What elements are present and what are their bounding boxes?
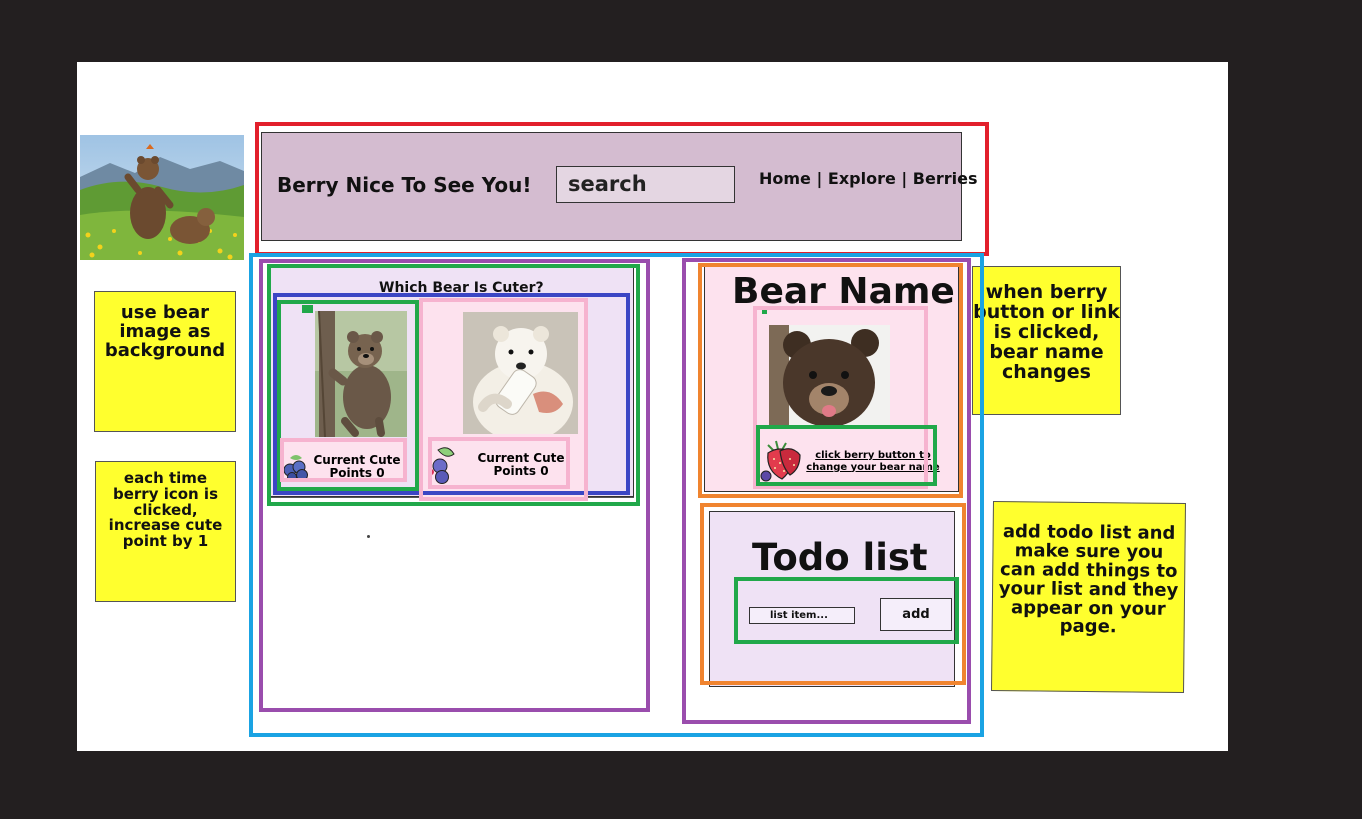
points-box-right [429,440,568,488]
compare-title: Which Bear Is Cuter? [379,280,544,296]
outline-right-points-pink [428,437,570,489]
cute-points-left-line1: Current Cute [313,453,401,467]
cute-points-left: Current Cute Points 0 [312,453,402,481]
outline-bear-name-orange [698,263,963,498]
todo-add-button[interactable]: add [880,598,952,631]
outline-cards-navy [273,293,630,495]
search-placeholder: search [568,172,647,196]
outline-todo-form-green [734,577,959,644]
outline-right-card-pink [419,298,588,501]
cute-points-right-line2: Points 0 [493,464,549,479]
stray-dot [367,535,370,538]
bear-photo-right [463,312,578,434]
note-background-image: use bear image as background [94,291,236,432]
outline-compare-green [267,264,640,506]
note-bear-name: when berry button or link is clicked, be… [972,266,1121,415]
outline-header-red [255,122,989,256]
outline-todo-orange [700,503,966,685]
cute-points-right: Current Cute Points 0 [476,451,566,479]
todo-title: Todo list [752,536,928,579]
search-input[interactable]: search [556,166,735,203]
todo-add-label: add [902,607,930,622]
outline-main-blue [249,253,984,737]
green-marker-right [762,309,767,314]
cute-points-right-line1: Current Cute [477,451,565,465]
change-bear-name-link[interactable]: click berry button to change your bear n… [804,450,942,473]
outline-left-points-pink [280,438,407,482]
green-marker-left [302,305,313,313]
change-bear-name-link-line1: click berry button to [815,450,931,461]
strawberry-button[interactable] [760,439,802,482]
cute-points-left-line2: Points 0 [329,466,385,481]
bear-photo-left [315,311,407,437]
note-cute-points: each time berry icon is clicked, increas… [95,461,236,602]
nav-links[interactable]: Home | Explore | Berries [759,169,978,188]
outline-left-card-green [277,300,419,491]
berry-icon-left[interactable] [282,452,310,482]
todo-input[interactable]: list item... [749,607,855,624]
outline-left-column-purple [259,259,650,712]
outline-bear-card-pink [753,306,928,489]
background-bear-photo [80,135,244,260]
note-todo: add todo list and make sure you can add … [991,500,1186,694]
outline-bear-link-green [756,425,937,486]
outline-right-column-purple [682,258,971,724]
todo-input-placeholder: list item... [770,610,828,621]
bear-name-title: Bear Name [732,271,955,312]
bear-name-photo [769,325,890,428]
change-bear-name-link-line2: change your bear name [806,461,940,473]
site-title: Berry Nice To See You! [277,173,532,197]
